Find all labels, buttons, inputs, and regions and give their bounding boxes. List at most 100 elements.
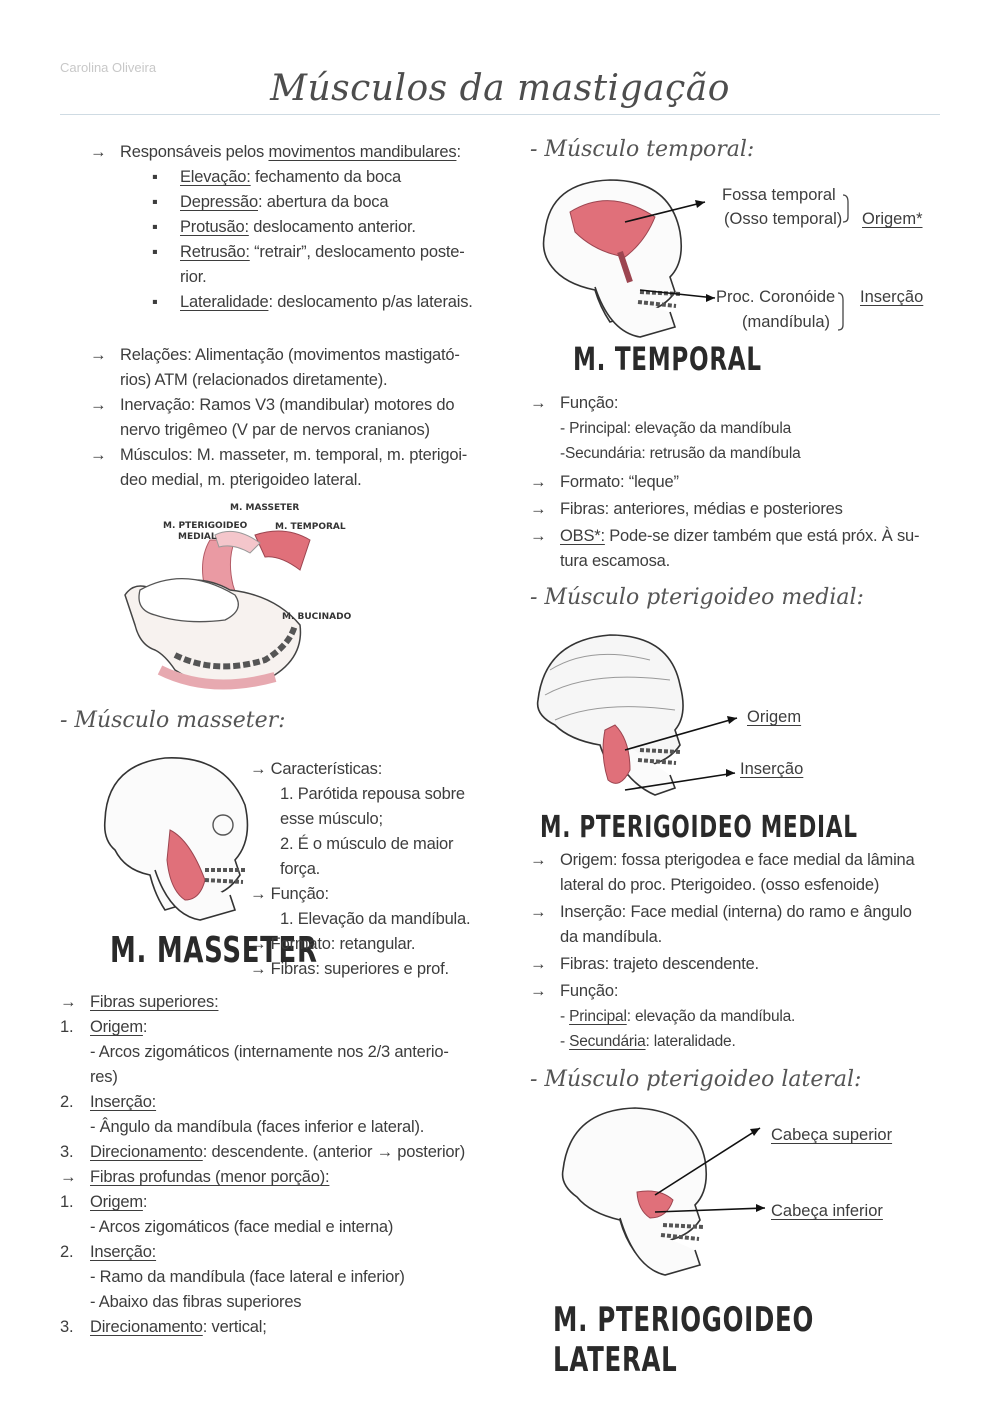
item-term: Inserção: bbox=[90, 1093, 157, 1111]
item-number: 1. bbox=[60, 1018, 74, 1036]
temporal-origem-label: Origem* bbox=[862, 210, 923, 228]
movement-term: Retrusão: bbox=[180, 243, 250, 261]
masseter-line: 2. É o músculo de maior bbox=[280, 835, 454, 853]
item-term: Direcionamento bbox=[90, 1318, 203, 1336]
ptl-skull-illustration bbox=[561, 1107, 766, 1276]
masseter-line: → Características: bbox=[250, 760, 383, 778]
movement-item: ▪ Depressão: abertura da boca bbox=[152, 190, 510, 215]
movement-desc: fechamento da boca bbox=[250, 168, 401, 186]
movement-item: ▪ Lateralidade: deslocamento p/as laterai… bbox=[152, 290, 510, 315]
ptl-cabeca-superior-label: Cabeça superior bbox=[771, 1126, 893, 1144]
fibras-item: - Arcos zigomáticos (face medial e inter… bbox=[60, 1215, 500, 1240]
item-text: - Arcos zigomáticos (internamente nos 2/… bbox=[90, 1043, 449, 1061]
temporal-proc-label: Proc. Coronóide bbox=[716, 288, 836, 306]
movement-term: Depressão bbox=[180, 193, 258, 211]
item-text: : descendente. (anterior → posterior) bbox=[202, 1143, 465, 1161]
fibras-superiores-title: Fibras superiores: bbox=[90, 993, 219, 1011]
item-term: Origem bbox=[90, 1193, 143, 1211]
masseter-skull-illustration bbox=[103, 757, 249, 921]
fibras-profundas-title: Fibras profundas (menor porção): bbox=[90, 1168, 330, 1186]
fibras-item: res) bbox=[60, 1065, 500, 1090]
temporal-insercao-label: Inserção bbox=[860, 288, 924, 306]
masseter-heading: - Músculo masseter: bbox=[60, 708, 286, 733]
ptm-origem-label: Origem bbox=[747, 708, 802, 726]
temporal-heading: - Músculo temporal: bbox=[530, 137, 755, 162]
masseter-figure-label: M. MASSETER bbox=[110, 930, 318, 971]
item-number: 1. bbox=[60, 1193, 74, 1211]
fibras-item: - Abaixo das fibras superiores bbox=[60, 1290, 500, 1315]
ptl-cabeca-inferior-label: Cabeça inferior bbox=[771, 1202, 883, 1220]
ptm-details: →Origem: fossa pterigodea e face medial … bbox=[530, 851, 915, 1050]
fig-label-bucinador: M. BUCINADO bbox=[282, 612, 352, 622]
masseter-line: esse músculo; bbox=[280, 810, 383, 828]
movement-desc: “retrair”, deslocamento poste- bbox=[249, 243, 465, 261]
fibras-item: 1. Origem: bbox=[60, 1015, 500, 1040]
item-text: - Abaixo das fibras superiores bbox=[90, 1293, 302, 1311]
temporal-details: →Função: - Principal: elevação da mandíb… bbox=[530, 394, 920, 570]
fig-label-masseter: M. MASSETER bbox=[230, 503, 300, 513]
item-text: - Ângulo da mandíbula (faces inferior e … bbox=[90, 1118, 425, 1136]
item-number: 2. bbox=[60, 1243, 74, 1261]
fibras-item: 3. Direcionamento: descendente. (anterior… bbox=[60, 1140, 500, 1165]
movement-item: ▪ Elevação: fechamento da boca bbox=[152, 165, 510, 190]
jaw-muscles-illustration bbox=[124, 530, 311, 690]
movement-desc: : deslocamento p/as laterais. bbox=[268, 293, 473, 311]
fibras-item: 2. Inserção: bbox=[60, 1240, 500, 1265]
bullet-icon: ▪ bbox=[152, 218, 158, 236]
item-number: 3. bbox=[60, 1143, 74, 1161]
item-term: Direcionamento bbox=[90, 1143, 203, 1161]
masseter-line: → Formato: retangular. bbox=[250, 935, 416, 953]
bullet-icon: ▪ bbox=[152, 168, 158, 186]
movement-term: Lateralidade bbox=[180, 293, 269, 311]
ptm-figure-label: M. PTERIGOIDEO MEDIAL bbox=[540, 810, 858, 845]
title-rule bbox=[60, 114, 940, 115]
ptl-figure-label: M. PTERIOGOIDEO LATERAL bbox=[553, 1300, 814, 1380]
masseter-line: força. bbox=[280, 860, 321, 878]
fibras-item: - Ângulo da mandíbula (faces inferior e … bbox=[60, 1115, 500, 1140]
item-text: - Ramo da mandíbula (face lateral e infe… bbox=[90, 1268, 405, 1286]
item-text: : bbox=[142, 1193, 148, 1211]
temporal-mandibula-label: (mandíbula) bbox=[742, 313, 831, 331]
item-text: - Arcos zigomáticos (face medial e inter… bbox=[90, 1218, 394, 1236]
fibras-item: - Arcos zigomáticos (internamente nos 2/… bbox=[60, 1040, 500, 1065]
ptm-skull-illustration bbox=[536, 634, 738, 796]
movement-item: ▪ Protusão: deslocamento anterior. bbox=[152, 215, 510, 240]
page-title: Músculos da mastigação bbox=[0, 68, 1000, 109]
movement-desc: rior. bbox=[180, 268, 207, 286]
fig-label-temporal: M. TEMPORAL bbox=[275, 522, 346, 532]
bullet-icon: ▪ bbox=[152, 193, 158, 211]
movement-term: Elevação: bbox=[180, 168, 251, 186]
fibras-superiores-list: 1. Origem: - Arcos zigomáticos (internamen… bbox=[60, 1015, 500, 1165]
masseter-details: → Características: 1. Parótida repousa so… bbox=[250, 757, 480, 982]
masseter-line: 1. Parótida repousa sobre bbox=[280, 785, 465, 803]
fibras-item: 2. Inserção: bbox=[60, 1090, 500, 1115]
movements-list: ▪ Elevação: fechamento da boca ▪ Depressão:… bbox=[152, 165, 510, 315]
fig-label-pterigoideo: M. PTERIGOIDEO bbox=[163, 521, 248, 531]
bullet-icon: ▪ bbox=[152, 293, 158, 311]
temporal-fossa-label: Fossa temporal bbox=[722, 186, 836, 204]
fibras-block: →Fibras superiores: 1.Origem:- Arcos zig… bbox=[60, 990, 500, 1340]
item-text: : vertical; bbox=[202, 1318, 267, 1336]
movement-term: Protusão: bbox=[180, 218, 249, 236]
item-term: Inserção: bbox=[90, 1243, 157, 1261]
movement-desc: : abertura da boca bbox=[258, 193, 389, 211]
item-number: 2. bbox=[60, 1093, 74, 1111]
ptm-heading: - Músculo pterigoideo medial: bbox=[530, 585, 864, 610]
temporal-osso-label: (Osso temporal) bbox=[724, 210, 843, 228]
masseter-line: → Função: bbox=[250, 885, 329, 903]
movement-desc: deslocamento anterior. bbox=[248, 218, 416, 236]
relations-block: →Relações: Alimentação (movimentos masti… bbox=[90, 346, 468, 489]
fig-label-medial: MEDIAL bbox=[178, 532, 217, 542]
temporal-figure-label: M. TEMPORAL bbox=[573, 340, 762, 378]
item-text: : bbox=[142, 1018, 148, 1036]
fibras-item: - Ramo da mandíbula (face lateral e infe… bbox=[60, 1265, 500, 1290]
masseter-line: → Fibras: superiores e prof. bbox=[250, 960, 449, 978]
item-term: Origem bbox=[90, 1018, 143, 1036]
masseter-line: 1. Elevação da mandíbula. bbox=[280, 910, 471, 928]
fibras-item: 1. Origem: bbox=[60, 1190, 500, 1215]
item-text: res) bbox=[90, 1068, 118, 1086]
bullet-icon: ▪ bbox=[152, 243, 158, 261]
item-number: 3. bbox=[60, 1318, 74, 1336]
fibras-profundas-list: 1. Origem: - Arcos zigomáticos (face media… bbox=[60, 1190, 500, 1340]
ptl-heading: - Músculo pterigoideo lateral: bbox=[530, 1067, 862, 1092]
